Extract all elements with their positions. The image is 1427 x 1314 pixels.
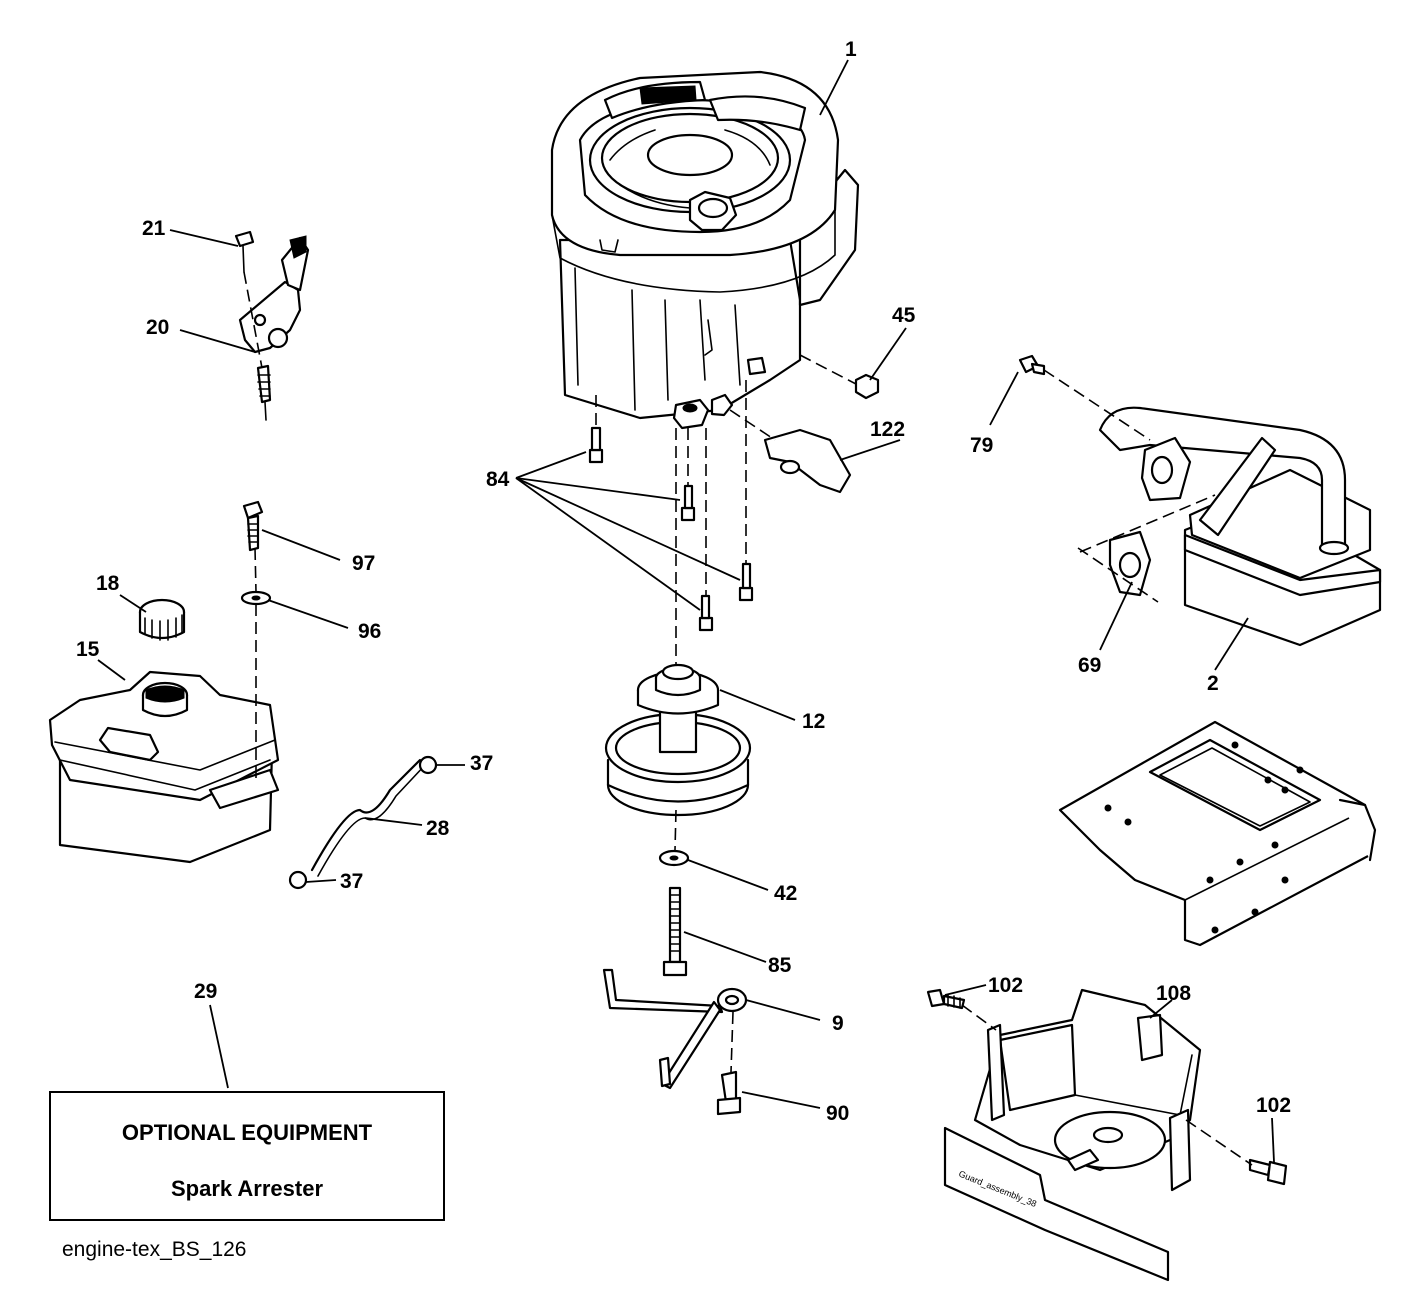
callout-102-top: 102	[988, 974, 1023, 997]
callout-20: 20	[146, 316, 169, 339]
callout-28: 28	[426, 817, 450, 840]
tank-screw	[240, 500, 272, 606]
assembly-lines	[243, 271, 1253, 1166]
callout-2: 2	[1207, 672, 1219, 695]
callout-96: 96	[358, 620, 381, 643]
optional-equipment-title: OPTIONAL EQUIPMENT	[122, 1120, 373, 1145]
callout-21: 21	[142, 217, 166, 240]
callout-122: 122	[870, 418, 905, 441]
diagram-id: engine-tex_BS_126	[62, 1238, 246, 1261]
callout-29: 29	[194, 980, 217, 1003]
callout-15: 15	[76, 638, 100, 661]
callout-labels: 1 2 9 12 15 18 20 21 28 29 37 37 42 45 6…	[76, 38, 1291, 1125]
muffler-assembly	[1018, 354, 1382, 647]
callout-85: 85	[768, 954, 792, 977]
callout-37-bottom: 37	[340, 870, 363, 893]
callout-69: 69	[1078, 654, 1101, 677]
guard-assembly: Guard_assembly_38	[926, 988, 1288, 1282]
callout-90: 90	[826, 1102, 849, 1125]
nut-and-deflector	[763, 373, 880, 494]
optional-equipment-box: OPTIONAL EQUIPMENT Spark Arrester	[49, 1091, 445, 1221]
callout-97: 97	[352, 552, 375, 575]
pulley-bolt	[658, 849, 690, 977]
callout-1: 1	[845, 38, 857, 61]
callout-18: 18	[96, 572, 120, 595]
callout-9: 9	[832, 1012, 844, 1035]
spark-arrester-label: Spark Arrester	[171, 1176, 323, 1201]
engine-pulley	[604, 663, 752, 817]
callout-12: 12	[802, 710, 825, 733]
mounting-bolts	[588, 426, 754, 632]
belt-guide-bracket	[602, 968, 748, 1116]
engine-mount-plate	[1058, 720, 1377, 947]
leader-lines	[97, 59, 1275, 1163]
fuel-line	[288, 755, 438, 890]
fuel-cap	[138, 598, 186, 641]
callout-37-top: 37	[470, 752, 493, 775]
fuel-tank	[48, 670, 280, 864]
throttle-bracket	[234, 230, 310, 421]
callout-102-right: 102	[1256, 1094, 1291, 1117]
callout-45: 45	[892, 304, 916, 327]
callout-108: 108	[1156, 982, 1191, 1005]
callout-84: 84	[486, 468, 510, 491]
callout-79: 79	[970, 434, 993, 457]
callout-42: 42	[774, 882, 797, 905]
engine-assembly	[550, 70, 860, 430]
